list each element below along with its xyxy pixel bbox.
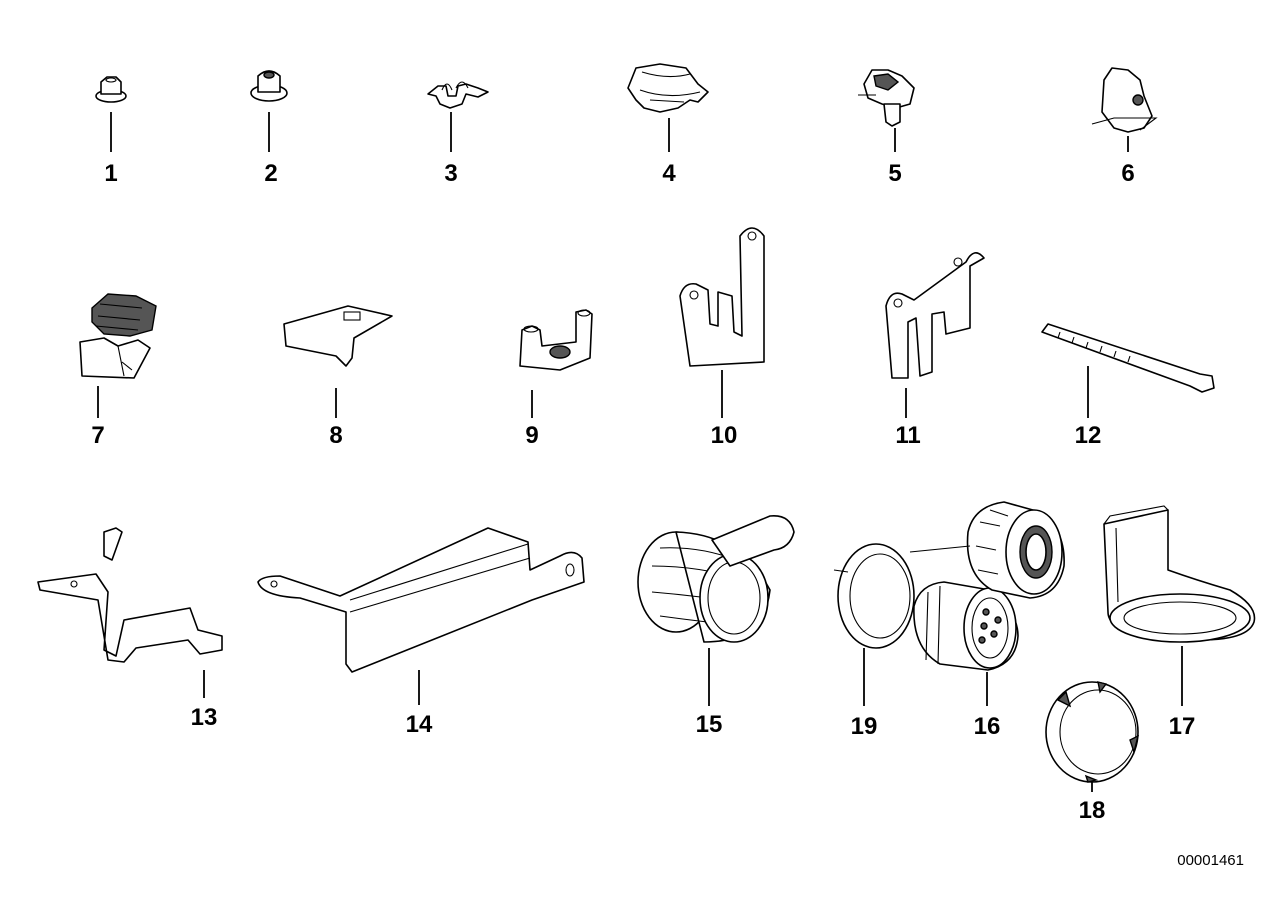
part-4-cable-clamp [627,63,709,152]
part-8-bracket [283,305,393,418]
callout-15: 15 [696,711,723,738]
part-15-cable-boot [637,515,795,706]
part-6-spring-clip [1091,67,1158,152]
callout-12: 12 [1075,422,1102,449]
part-18-locking-ring [1045,681,1140,792]
callout-4: 4 [662,160,676,187]
callout-14: 14 [406,711,433,738]
callout-13: 13 [191,704,218,731]
callout-3: 3 [444,160,457,187]
document-number: 00001461 [1177,852,1244,869]
callout-2: 2 [264,160,277,187]
part-19-gasket [833,543,915,706]
callout-10: 10 [711,422,738,449]
callout-1: 1 [104,160,117,187]
part-5-pin-clip [858,69,915,152]
callout-11: 11 [895,422,920,449]
callout-5: 5 [888,160,901,187]
part-17-ring-bracket [1103,505,1256,706]
part-13-stud-bracket [37,527,223,698]
part-10-slotted-plate [679,227,765,418]
callout-18: 18 [1079,797,1106,824]
callout-7: 7 [91,422,104,449]
callout-19: 19 [851,713,878,740]
part-16-coupling-ring [909,501,1065,599]
callout-numbers: 1 2 3 4 5 6 7 8 9 10 11 12 13 14 15 16 1… [91,160,1195,824]
callout-8: 8 [329,422,342,449]
part-9-tube-holder [519,309,593,418]
part-16-connector-plug [913,581,1019,706]
callout-16: 16 [974,713,1001,740]
part-12-cable-tie [1041,323,1215,418]
callout-6: 6 [1121,160,1134,187]
callout-17: 17 [1169,713,1196,740]
part-11-mounting-plate [885,252,985,418]
part-7-grommet-bracket [79,293,157,418]
part-14-long-bracket [257,527,585,705]
part-1-flange-nut [95,76,127,152]
part-3-double-clip [427,81,489,152]
part-2-cap-nut [250,70,288,152]
callout-9: 9 [525,422,538,449]
